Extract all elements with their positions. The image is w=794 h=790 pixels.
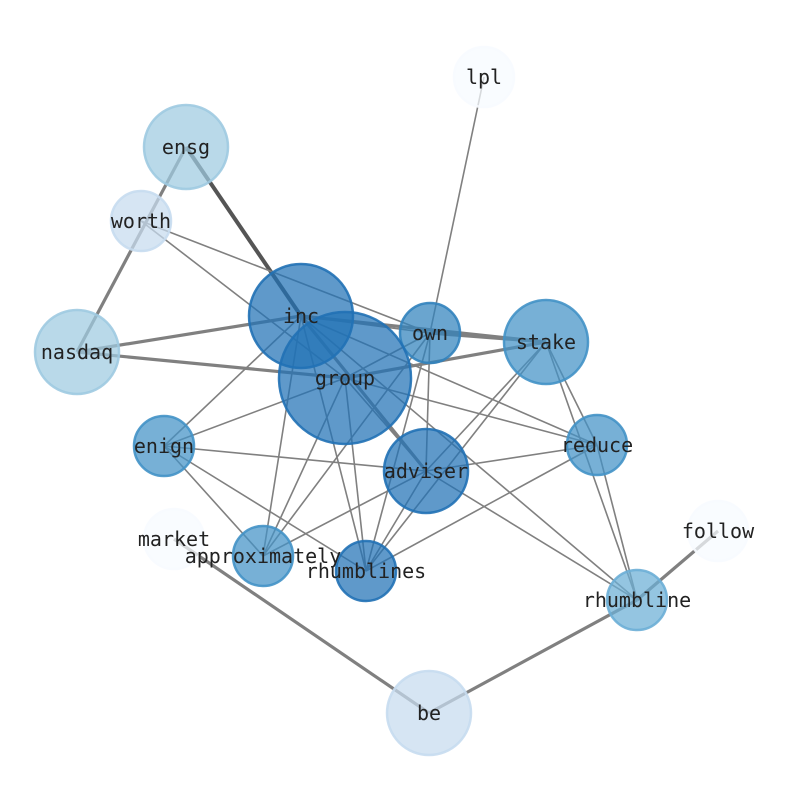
node-be[interactable] (385, 669, 473, 757)
edge-market-be (173, 537, 430, 715)
edge-reduce-rhumblines (365, 444, 598, 572)
node-market[interactable] (142, 507, 206, 571)
node-label-own: own (412, 321, 448, 345)
node-label-rhumblines: rhumblines (306, 559, 426, 583)
node-group[interactable] (277, 310, 413, 446)
edge-own-lpl (429, 76, 485, 334)
node-enign[interactable] (132, 414, 196, 478)
node-rhumbline[interactable] (605, 568, 669, 632)
node-label-reduce: reduce (561, 433, 633, 457)
node-label-be: be (417, 701, 441, 725)
node-label-inc: inc (283, 304, 319, 328)
node-label-enign: enign (134, 434, 194, 458)
node-label-ensg: ensg (162, 135, 210, 159)
node-approximately[interactable] (231, 524, 295, 588)
edge-enign-rhumblines (163, 445, 367, 572)
node-adviser[interactable] (382, 427, 470, 515)
node-reduce[interactable] (565, 413, 629, 477)
node-label-rhumbline: rhumbline (583, 588, 691, 612)
node-label-lpl: lpl (466, 65, 502, 89)
node-rhumblines[interactable] (334, 539, 398, 603)
node-label-market: market (138, 527, 210, 551)
node-label-group: group (315, 366, 375, 390)
node-lpl[interactable] (452, 45, 516, 109)
node-nasdaq[interactable] (33, 308, 121, 396)
node-label-nasdaq: nasdaq (41, 340, 113, 364)
edge-enign-adviser (163, 445, 427, 472)
node-label-adviser: adviser (384, 459, 468, 483)
node-label-approximately: approximately (185, 544, 342, 568)
node-own[interactable] (398, 301, 462, 365)
node-follow[interactable] (686, 499, 750, 563)
node-label-stake: stake (516, 330, 576, 354)
node-stake[interactable] (502, 298, 590, 386)
node-worth[interactable] (109, 189, 173, 253)
node-ensg[interactable] (142, 103, 230, 191)
node-label-worth: worth (111, 209, 171, 233)
node-label-follow: follow (682, 519, 755, 543)
